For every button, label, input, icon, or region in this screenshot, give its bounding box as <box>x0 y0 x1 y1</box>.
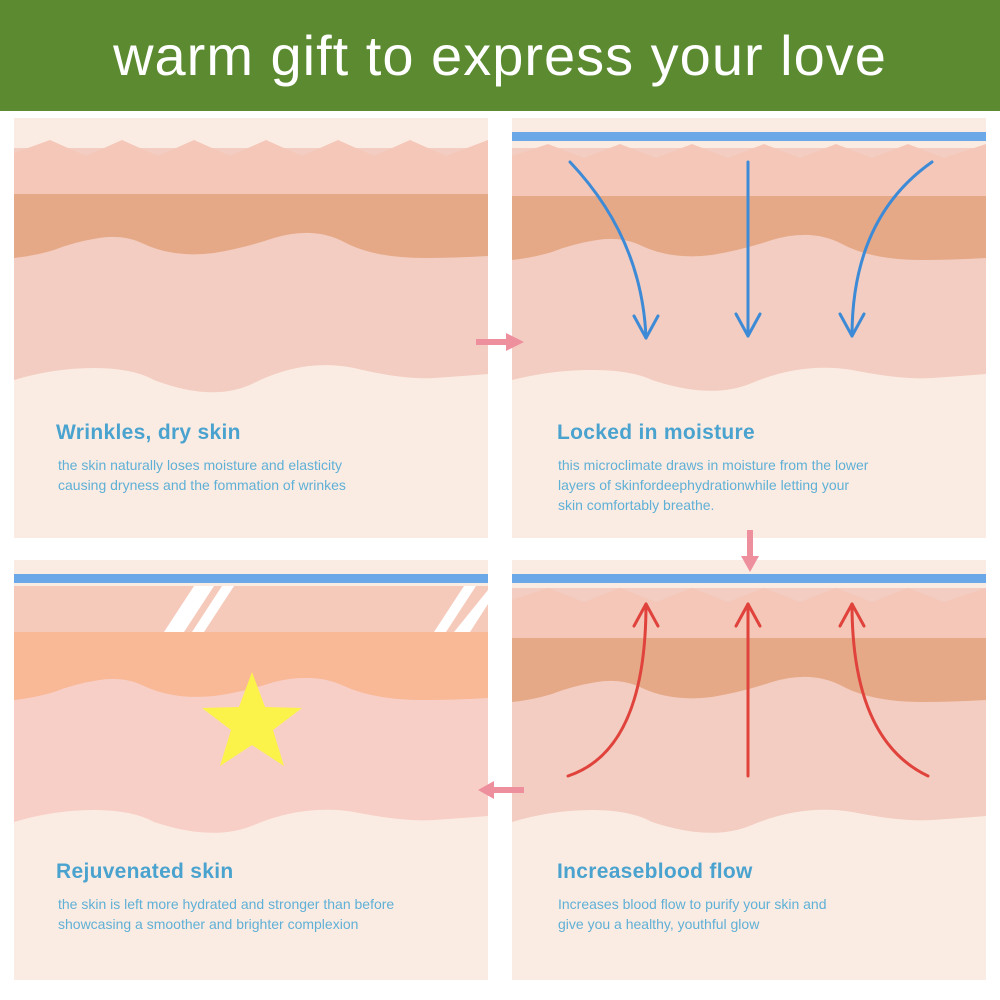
dermis-band <box>14 632 488 700</box>
arrow-left-icon <box>478 781 524 799</box>
moisture-arrowhead-right <box>838 312 866 338</box>
shine-streaks <box>164 586 488 632</box>
skin-layers-illustration <box>14 140 488 393</box>
blood-arrow-left <box>566 602 648 778</box>
moisture-arrow-left <box>568 160 648 340</box>
panel-heading: Rejuvenated skin <box>56 860 234 883</box>
description-line: give you a healthy, youthful glow <box>558 916 760 932</box>
arrow-down-icon <box>741 530 759 572</box>
panel-rejuvenated-skin: Rejuvenated skin the skin is left more h… <box>14 560 488 980</box>
panel-increase-blood-flow: Increaseblood flow Increases blood flow … <box>512 560 986 980</box>
description-line: this microclimate draws in moisture from… <box>558 457 869 473</box>
panel-heading: Wrinkles, dry skin <box>56 421 241 444</box>
description-line: skin comfortably breathe. <box>558 497 715 513</box>
panel-description: this microclimate draws in moisture from… <box>558 455 958 515</box>
skin-layers-illustration <box>512 132 986 391</box>
description-line: the skin naturally loses moisture and el… <box>58 457 343 473</box>
skin-layers-illustration <box>512 574 986 833</box>
description-line: causing dryness and the fommation of wri… <box>58 477 346 493</box>
description-line: layers of skinfordeephydrationwhile lett… <box>558 477 850 493</box>
panel-description: Increases blood flow to purify your skin… <box>558 894 958 934</box>
moisture-arrowhead-left <box>632 314 660 340</box>
blood-arrow-right <box>850 602 930 778</box>
moisture-arrowhead-center <box>734 312 762 338</box>
panel-heading: Increaseblood flow <box>557 860 753 883</box>
blood-arrowhead-center <box>734 602 762 628</box>
protective-film <box>14 574 488 583</box>
epidermis-layer <box>14 586 488 634</box>
blood-arrowhead-right <box>838 602 866 628</box>
star-icon <box>202 672 302 766</box>
blood-arrowhead-left <box>632 602 660 628</box>
panel-description: the skin naturally loses moisture and el… <box>58 455 458 495</box>
panel-description: the skin is left more hydrated and stron… <box>58 894 458 934</box>
description-line: showcasing a smoother and brighter compl… <box>58 916 359 932</box>
arrow-right-icon <box>476 333 524 351</box>
protective-film <box>512 574 986 583</box>
skin-layers-illustration <box>14 574 488 833</box>
banner: warm gift to express your love <box>0 0 1000 111</box>
description-line: the skin is left more hydrated and stron… <box>58 896 395 912</box>
protective-film <box>512 132 986 141</box>
description-line: Increases blood flow to purify your skin… <box>558 896 827 912</box>
banner-title: warm gift to express your love <box>113 24 887 87</box>
panel-locked-in-moisture: Locked in moisture this microclimate dra… <box>512 118 986 538</box>
panel-wrinkles-dry-skin: Wrinkles, dry skin the skin naturally lo… <box>14 118 488 538</box>
moisture-arrow-right <box>850 160 934 338</box>
dermis-band <box>14 194 488 258</box>
moisture-arrows <box>568 160 934 340</box>
panel-heading: Locked in moisture <box>557 421 755 444</box>
blood-flow-arrows <box>566 602 930 778</box>
epidermis-layer <box>14 140 488 196</box>
